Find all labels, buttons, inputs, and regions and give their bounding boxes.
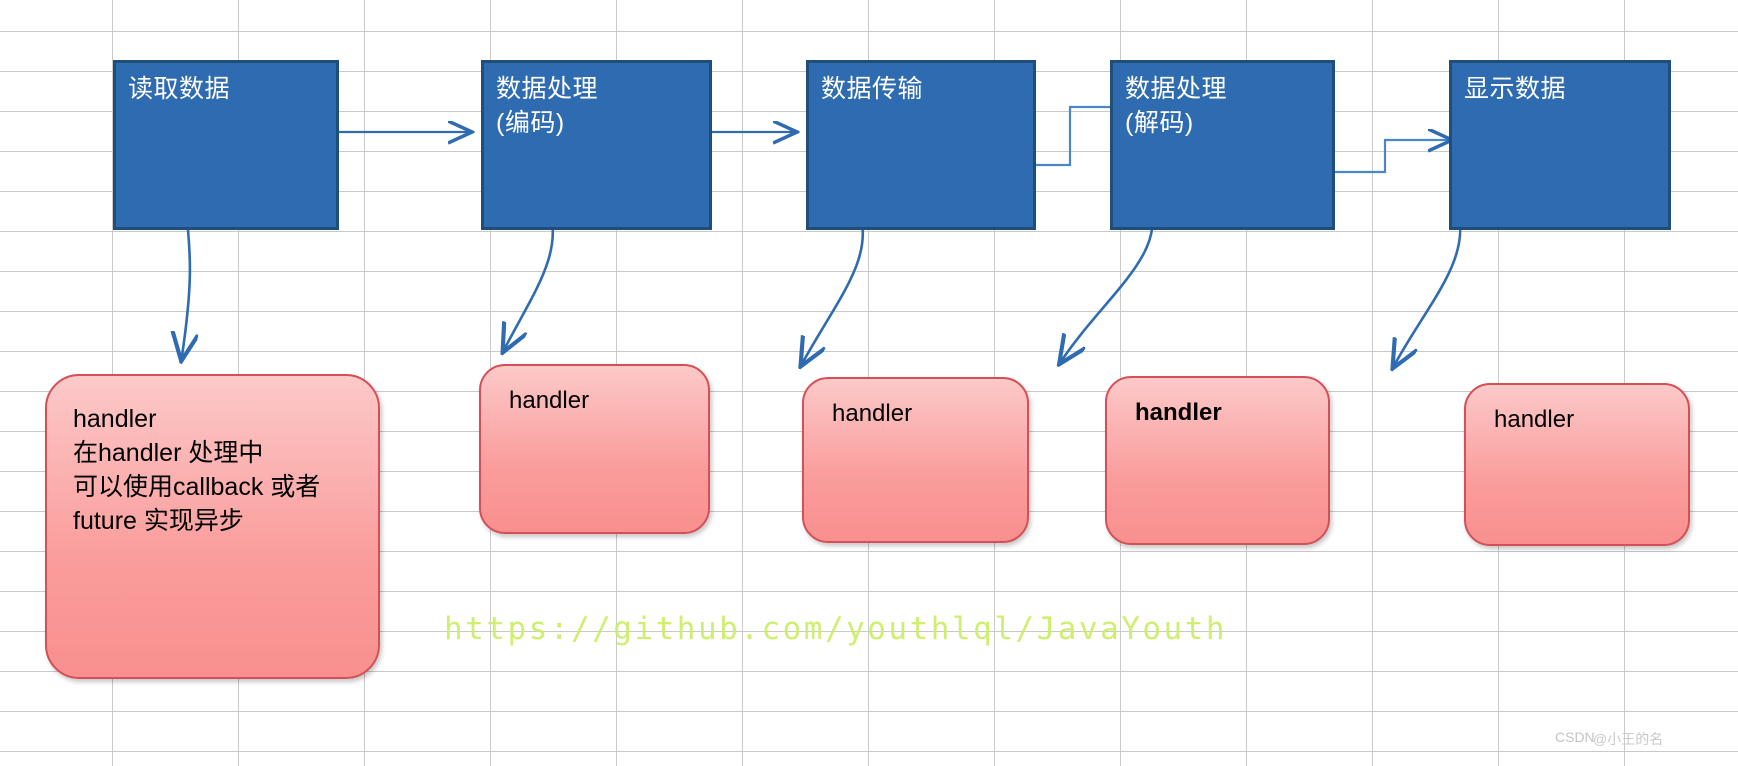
csdn-watermark-handle: @小王的名 [1593,731,1664,747]
csdn-watermark: CSDN@小王的名 [1555,729,1663,747]
handler-box-encode[interactable]: handler [479,364,710,534]
process-box-transmit[interactable]: 数据传输 [806,60,1036,230]
handler-box-transmit[interactable]: handler [802,377,1029,543]
github-url-watermark: https://github.com/youthlql/JavaYouth [444,611,1228,647]
handler-box-read-data[interactable]: handler 在handler 处理中 可以使用callback 或者 fut… [45,374,380,679]
process-box-decode[interactable]: 数据处理 (解码) [1110,60,1335,230]
process-box-encode[interactable]: 数据处理 (编码) [481,60,712,230]
csdn-watermark-brand: CSDN [1555,729,1595,745]
handler-box-display-data[interactable]: handler [1464,383,1690,546]
process-box-read-data[interactable]: 读取数据 [113,60,339,230]
handler-box-decode[interactable]: handler [1105,376,1330,545]
process-box-display-data[interactable]: 显示数据 [1449,60,1671,230]
